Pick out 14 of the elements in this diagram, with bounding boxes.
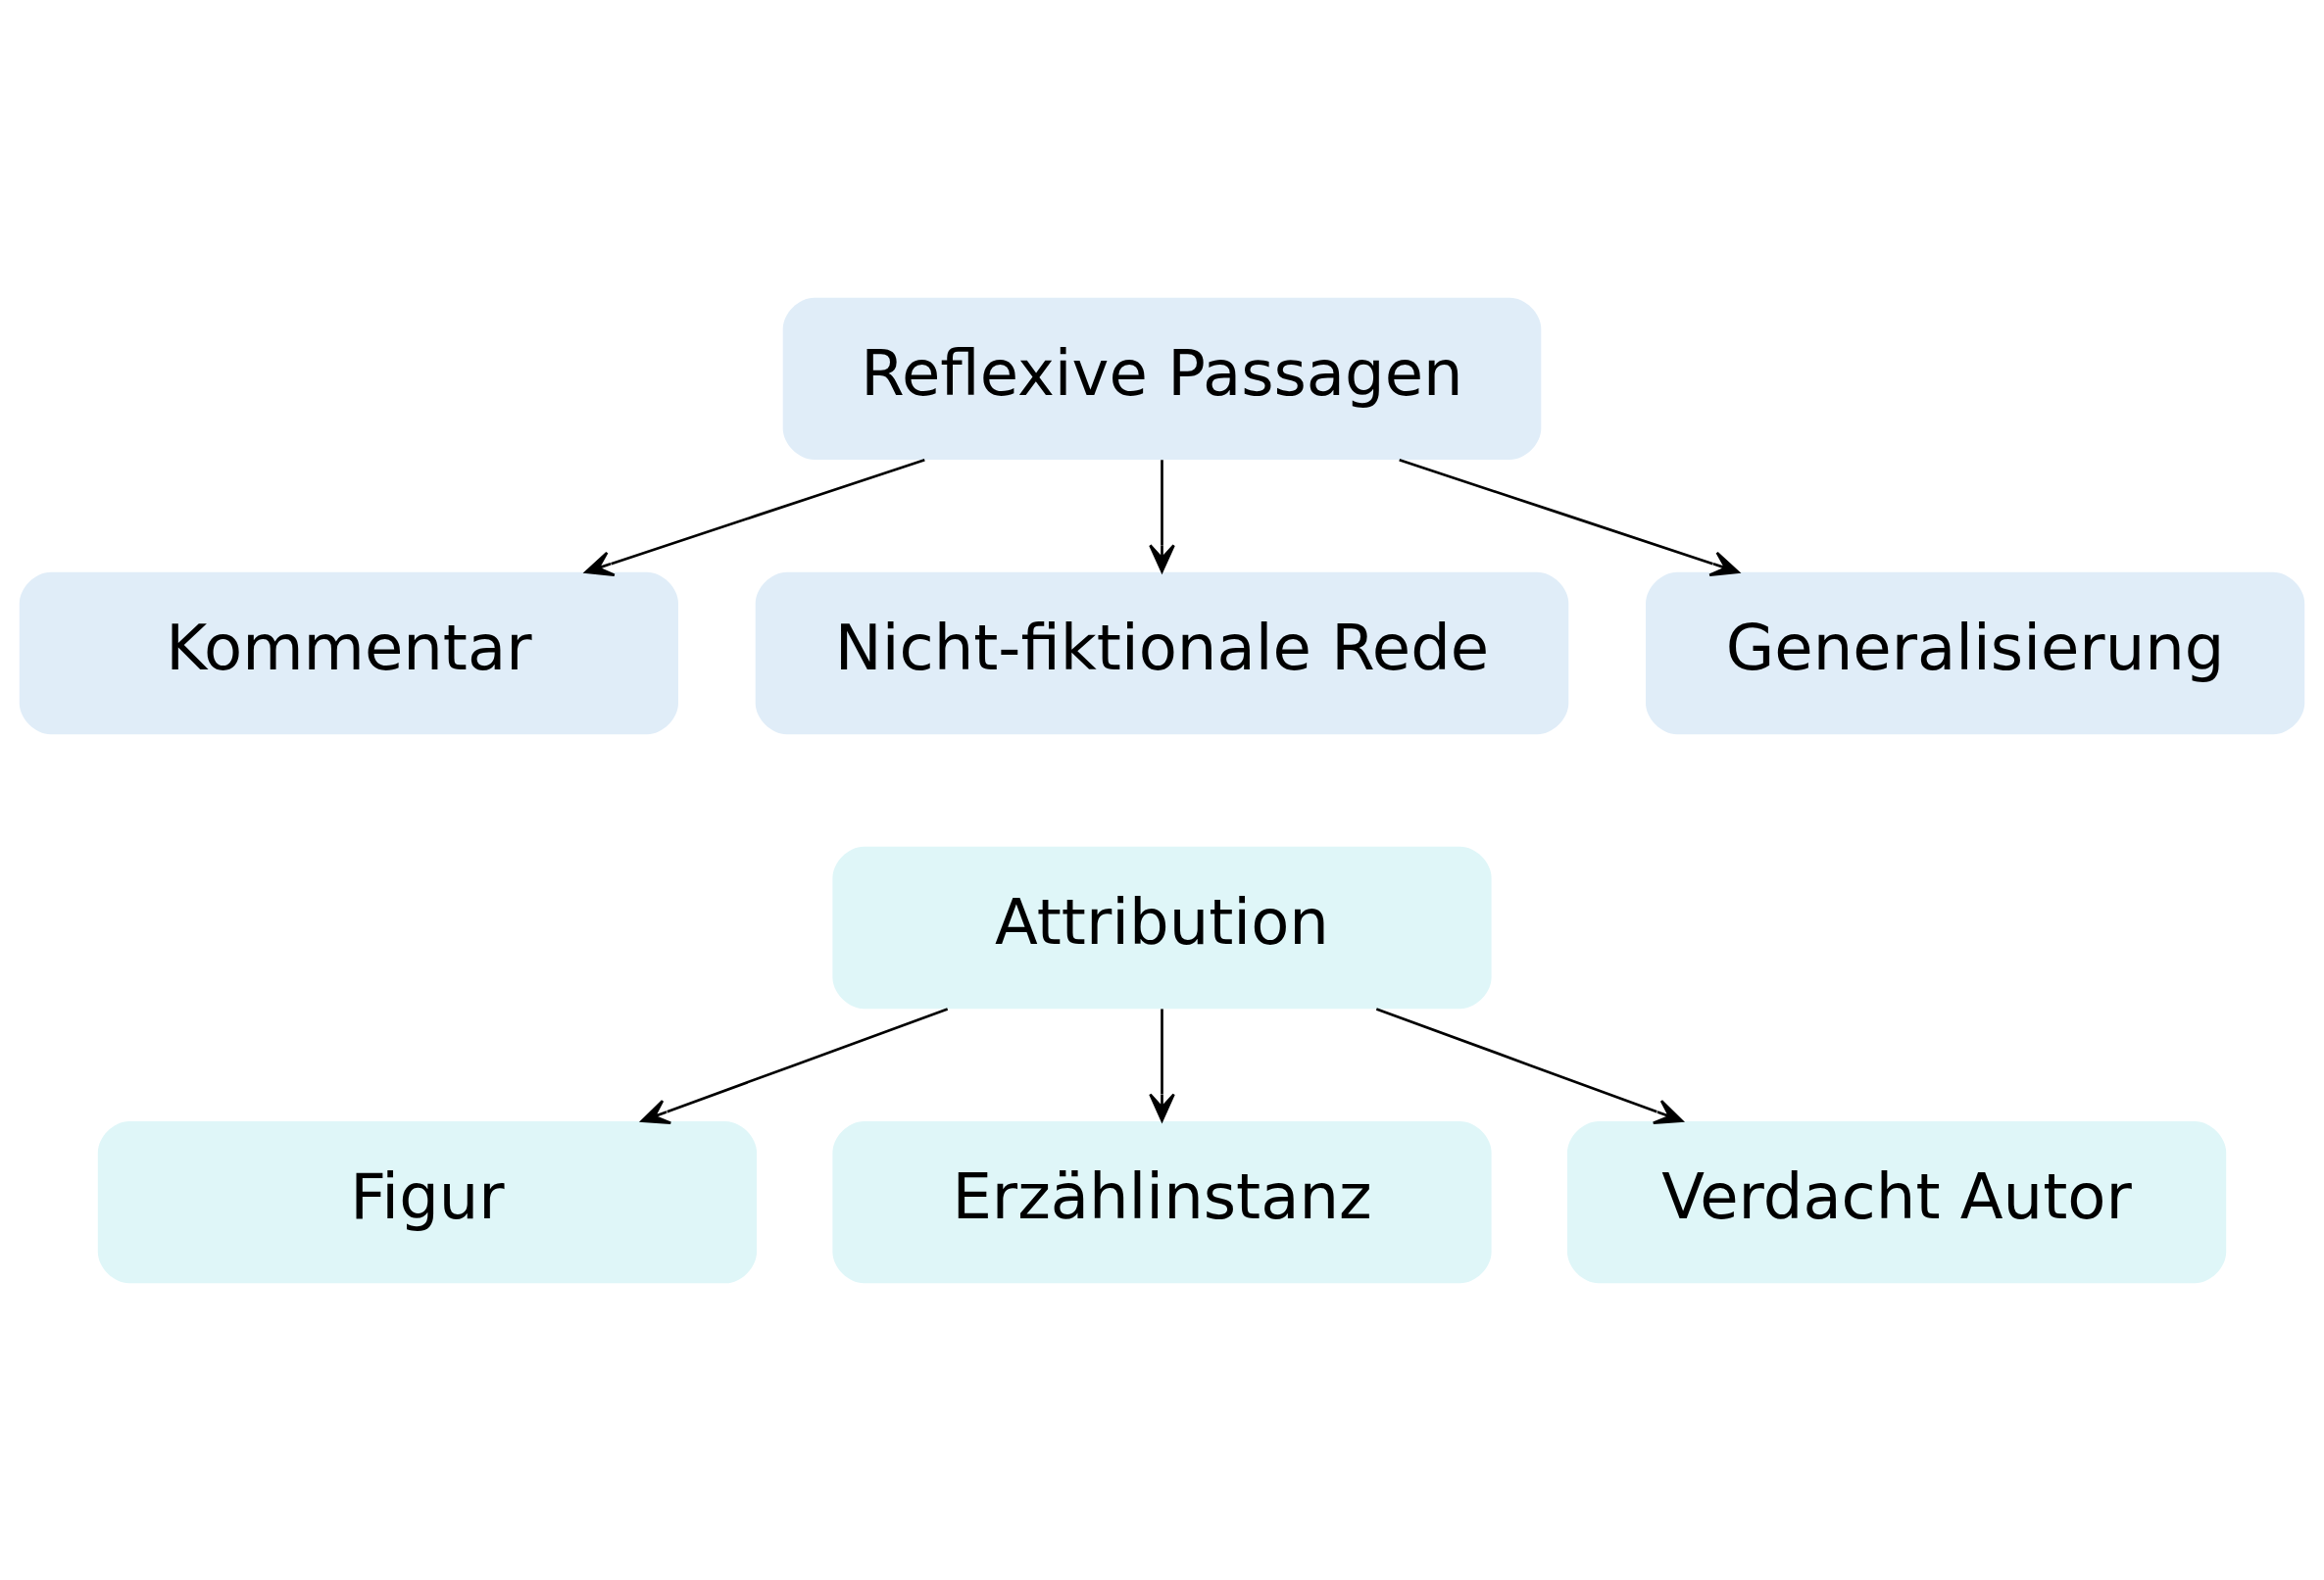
arrow [1375,1007,1684,1124]
arrow [1399,458,1740,576]
node-box: Kommentar [19,571,678,734]
arrow [1149,1008,1175,1122]
arrow [584,458,925,576]
node-box: Erzählinstanz [832,1120,1492,1283]
node-box: Attribution [832,846,1492,1009]
node-box: Verdacht Autor [1566,1120,2227,1283]
node-box: Nicht-fiktionale Rede [755,571,1569,734]
node-box: Reflexive Passagen [782,297,1542,460]
arrow [1149,459,1175,572]
node-box: Figur [97,1120,758,1283]
arrow [640,1007,949,1124]
node-box: Generalisierung [1646,571,2305,734]
